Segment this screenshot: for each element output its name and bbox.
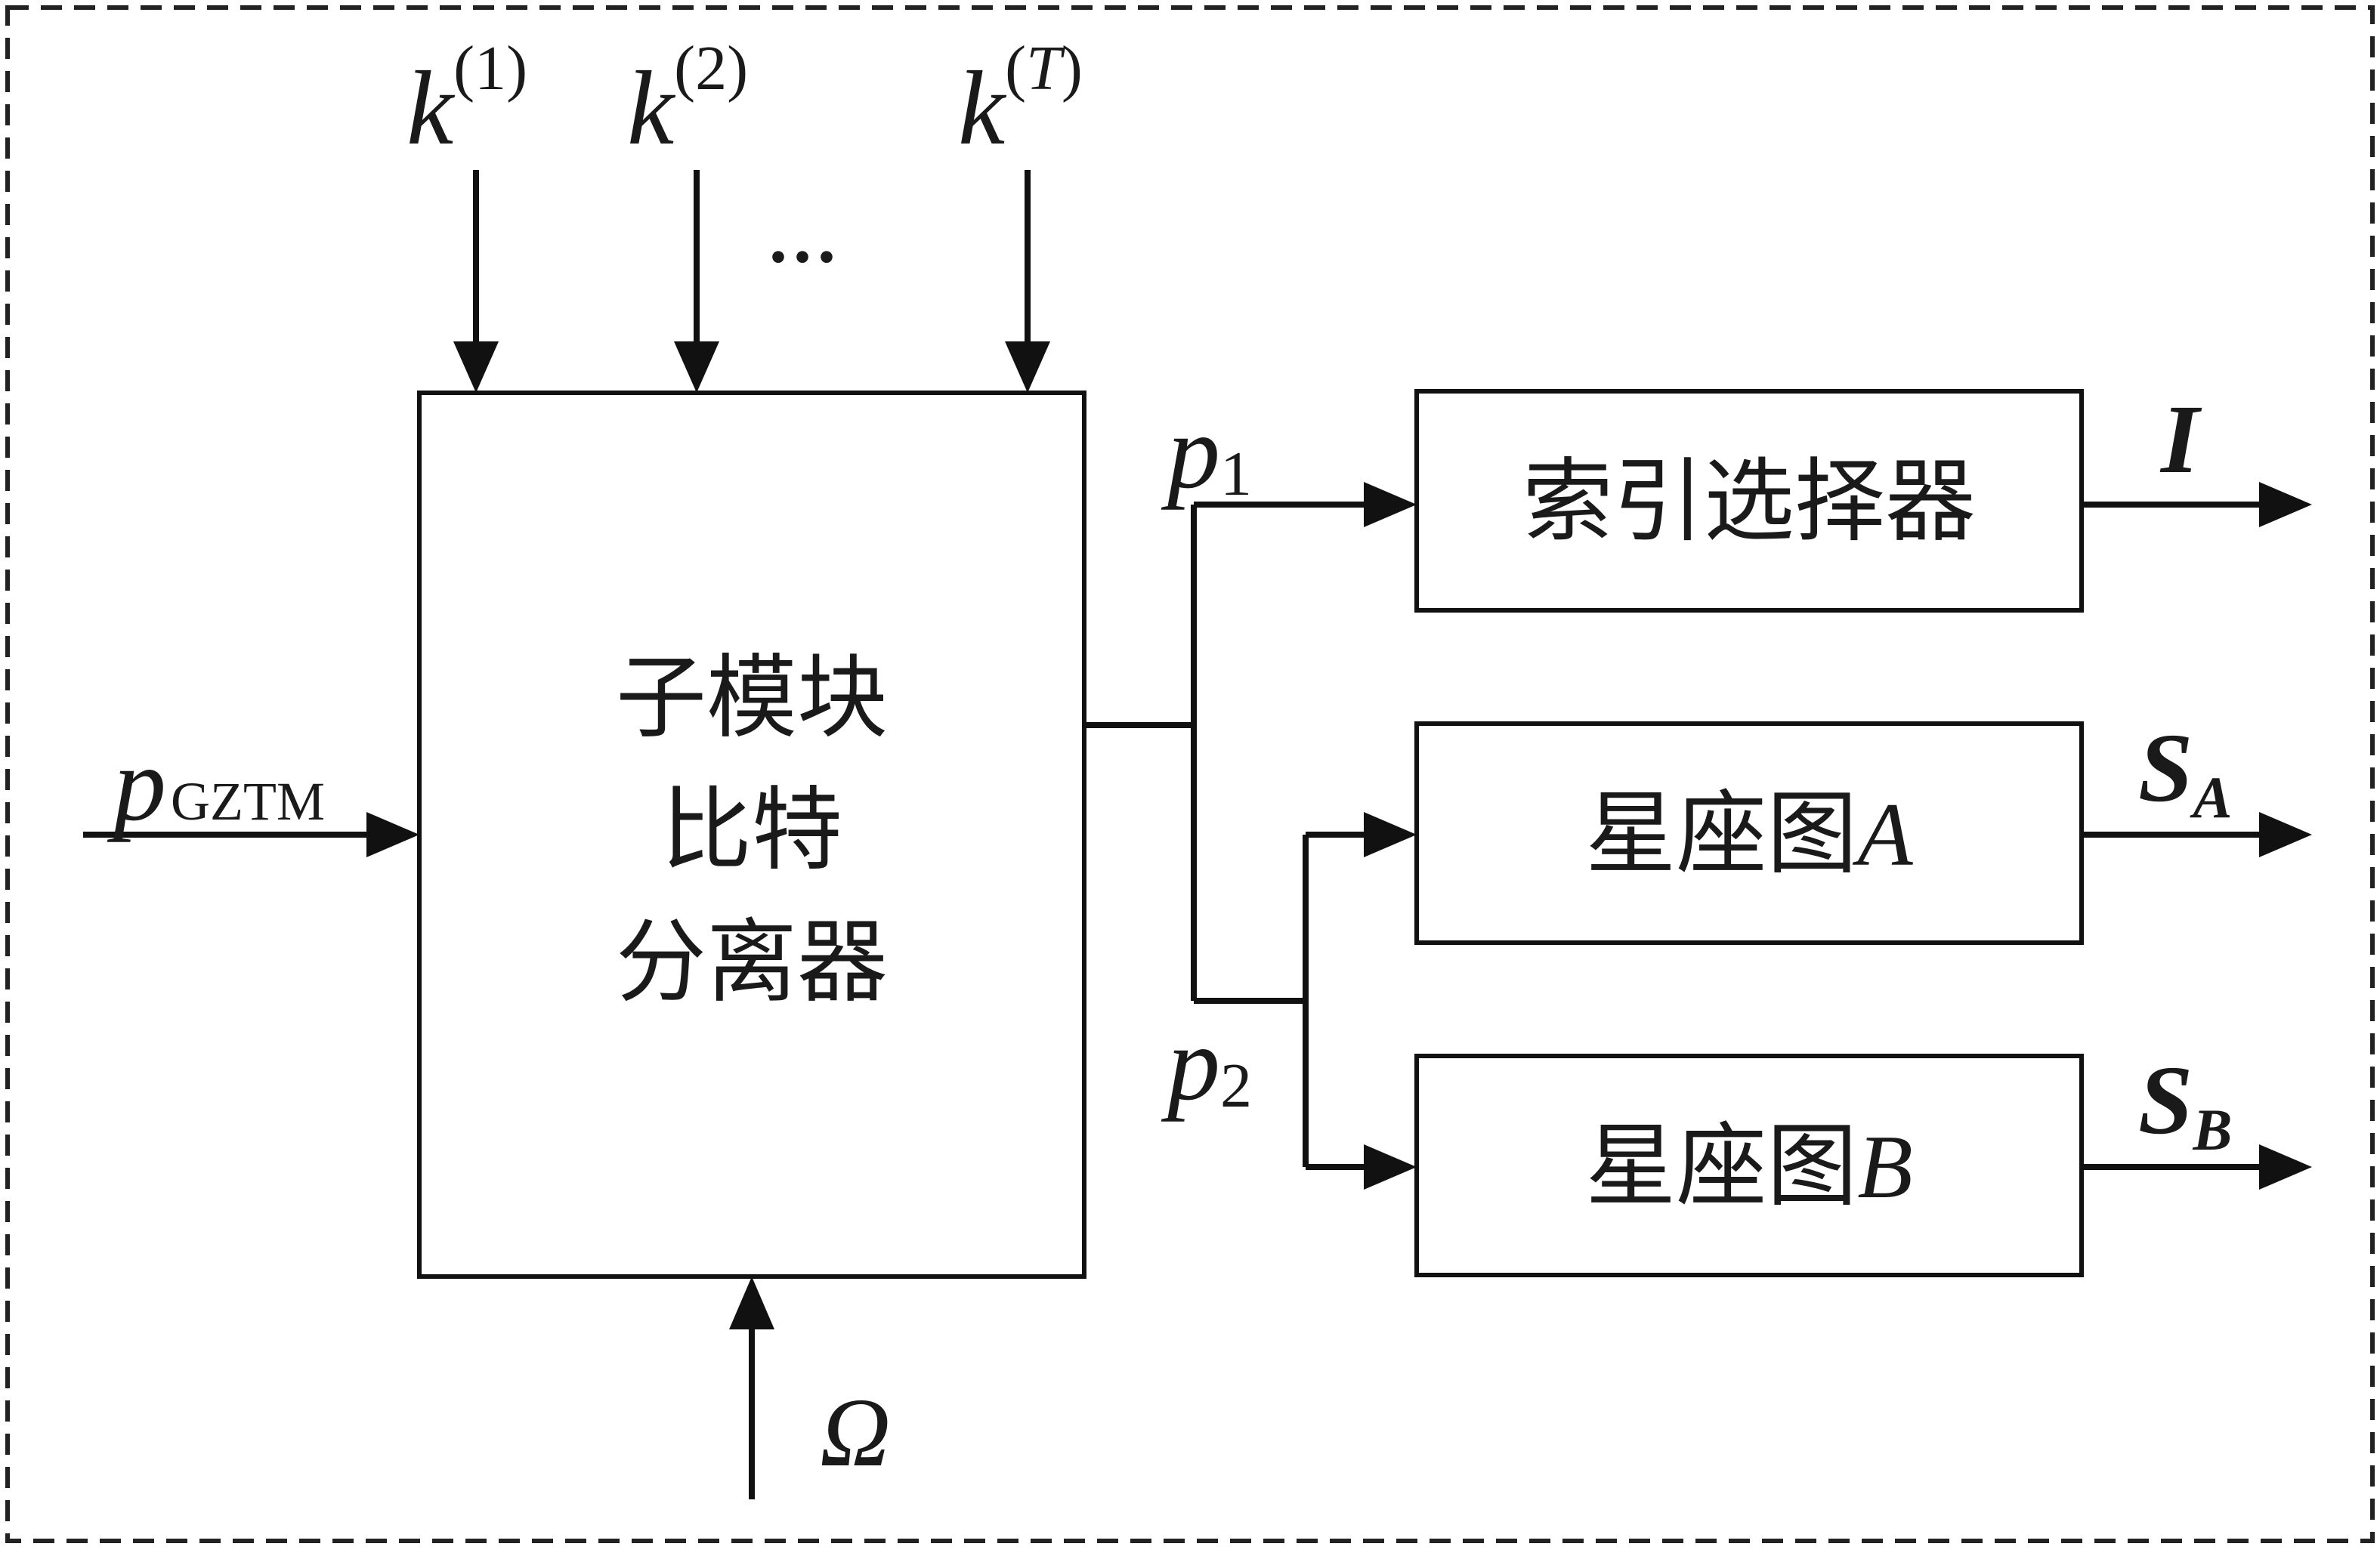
p1-label: p1 — [1161, 394, 1252, 511]
pgztm-base: p — [107, 726, 166, 843]
k2-sup: (2) — [674, 33, 748, 103]
k2-base: k — [627, 50, 676, 167]
splitter-label-line1: 子模块 — [616, 646, 888, 751]
index-selector-box — [1414, 389, 2084, 613]
k1-base: k — [406, 50, 456, 167]
constellation-a-box — [1414, 721, 2084, 945]
index-selector-label: 索引选择器 — [1522, 449, 1976, 554]
sb-output-arrowhead — [2259, 1144, 2312, 1190]
k2-label: k(2) — [627, 33, 748, 167]
kT-base: k — [958, 50, 1007, 167]
p2-to-b-arrowhead — [1364, 1144, 1417, 1190]
sb-base: S — [2138, 1046, 2193, 1155]
pgztm-label: pGZTM — [107, 726, 325, 843]
p2-to-a-arrowhead — [1364, 812, 1417, 857]
sa-output-label: SA — [2138, 714, 2232, 830]
k1-arrowhead — [453, 341, 499, 393]
sb-output-label: SB — [2138, 1046, 2232, 1162]
dashed-frame — [5, 5, 2375, 1543]
constellation-a-text: 星座图 — [1585, 782, 1857, 887]
kT-sup-close: ) — [1062, 33, 1083, 103]
splitter-label-line2: 比特 — [661, 778, 842, 883]
k1-label: k(1) — [406, 33, 527, 167]
constellation-a-symbol: A — [1852, 784, 1913, 885]
sb-sub: B — [2192, 1097, 2232, 1162]
kT-sup-open: ( — [1005, 33, 1026, 103]
i-output-label: I — [2159, 385, 2202, 494]
kT-sup-var: T — [1026, 33, 1065, 103]
constellation-a-label: 星座图A — [1585, 782, 1913, 887]
kT-label: k(T) — [958, 33, 1083, 167]
k-ellipsis: ··· — [766, 216, 839, 297]
omega-label: Ω — [820, 1378, 891, 1487]
p1-base: p — [1161, 394, 1220, 511]
i-output-arrowhead — [2259, 482, 2312, 527]
p2-base: p — [1161, 1005, 1220, 1122]
k1-sup: (1) — [453, 33, 527, 103]
p2-sub: 2 — [1220, 1051, 1252, 1121]
constellation-b-symbol: B — [1857, 1116, 1912, 1217]
constellation-b-label: 星座图B — [1585, 1114, 1912, 1219]
constellation-b-text: 星座图 — [1585, 1114, 1857, 1219]
omega-arrowhead — [729, 1277, 774, 1329]
sa-output-arrowhead — [2259, 812, 2312, 857]
kT-arrowhead — [1005, 341, 1050, 393]
p1-arrowhead — [1364, 482, 1417, 527]
splitter-label-line3: 分离器 — [616, 910, 888, 1015]
sa-base: S — [2138, 714, 2193, 823]
k2-arrowhead — [674, 341, 719, 393]
pgztm-arrowhead — [366, 812, 419, 857]
p1-sub: 1 — [1220, 439, 1252, 509]
sa-sub: A — [2189, 764, 2232, 830]
pgztm-sub: GZTM — [171, 771, 325, 832]
p2-label: p2 — [1161, 1005, 1252, 1122]
